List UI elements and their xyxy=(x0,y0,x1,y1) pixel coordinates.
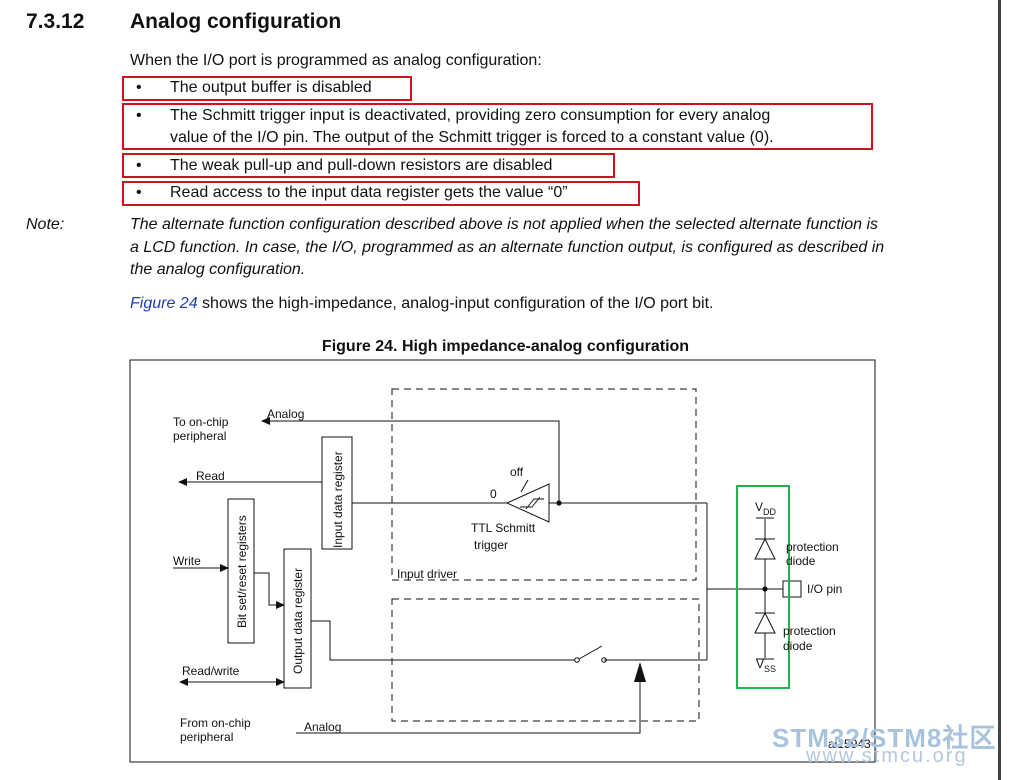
input-driver-region xyxy=(391,388,697,581)
figure-id-label: ai15943 xyxy=(828,737,871,751)
protection-diode-top-label: protection xyxy=(786,540,839,554)
bullet-text: The weak pull-up and pull-down resistors… xyxy=(170,157,553,174)
figure-reference-paragraph: Figure 24 shows the high-impedance, anal… xyxy=(130,293,713,315)
vdd-label: VDD xyxy=(755,500,777,517)
protection-diode-bottom-label-2: diode xyxy=(783,639,813,653)
highlight-box xyxy=(122,103,873,150)
to-onchip-label-2: peripheral xyxy=(173,429,226,443)
note-label: Note: xyxy=(26,216,65,233)
output-switch xyxy=(578,645,603,660)
hysteresis-glyph xyxy=(520,496,544,510)
bsr-to-odr-wire xyxy=(254,572,285,609)
analog-top-label: Analog xyxy=(267,407,304,421)
input-data-register-label: Input data register xyxy=(331,451,345,548)
window-right-edge xyxy=(998,0,1011,780)
watermark-logo: STM32/STM8社区 xyxy=(772,723,997,753)
bullet-dot: • xyxy=(136,157,142,174)
figure-caption: Figure 24. High impedance-analog configu… xyxy=(0,338,1011,356)
figure-caption-text: Figure 24. High impedance-analog configu… xyxy=(321,338,690,355)
section-number: 7.3.12 xyxy=(26,10,85,33)
protection-diode-top xyxy=(754,537,776,560)
from-onchip-label-2: peripheral xyxy=(180,730,233,744)
read-label: Read xyxy=(196,469,225,483)
input-driver-label: Input driver xyxy=(397,567,457,581)
io-pin-label: I/O pin xyxy=(807,582,842,596)
protection-diode-bottom-label: protection xyxy=(783,624,836,638)
schmitt-trigger-symbol xyxy=(505,483,550,523)
note-text: The alternate function configuration des… xyxy=(130,216,885,278)
odr-output-wire xyxy=(311,620,575,661)
highlight-box xyxy=(122,153,615,178)
off-label: off xyxy=(510,465,524,479)
section-title: Analog configuration xyxy=(130,10,342,33)
to-onchip-label: To on-chip xyxy=(173,415,229,429)
analog-in-wire xyxy=(296,672,641,734)
zero-label: 0 xyxy=(490,487,497,501)
bullet-text: The Schmitt trigger input is deactivated… xyxy=(170,107,771,124)
io-pin-square xyxy=(782,580,802,598)
highlight-box xyxy=(122,181,640,206)
from-onchip-label: From on-chip xyxy=(180,716,251,730)
bit-set-reset-label: Bit set/reset registers xyxy=(235,515,249,628)
watermark-url: www.stmcu.org xyxy=(806,745,968,767)
ttl-trigger-label: trigger xyxy=(474,538,508,552)
bullet-text: Read access to the input data register g… xyxy=(170,184,568,201)
output-data-register-block xyxy=(283,548,312,689)
highlight-box xyxy=(122,76,412,101)
protection-diode-top-label-2: diode xyxy=(786,554,816,568)
input-data-register-block xyxy=(321,436,353,550)
ttl-schmitt-label: TTL Schmitt xyxy=(471,521,536,535)
figure-frame xyxy=(129,359,876,763)
schmitt-off-tick xyxy=(520,479,529,493)
bullet-text: The output buffer is disabled xyxy=(170,79,372,96)
protection-diode-bottom xyxy=(754,611,776,634)
analog-out-wire xyxy=(261,417,560,503)
bullet-dot: • xyxy=(136,107,142,124)
intro-paragraph: When the I/O port is programmed as analo… xyxy=(130,52,542,69)
figure-reference-text: shows the high-impedance, analog-input c… xyxy=(197,295,714,312)
bullet-text-continued: value of the I/O pin. The output of the … xyxy=(170,129,774,146)
figure-link[interactable]: Figure 24 xyxy=(130,295,198,312)
bullet-dot: • xyxy=(136,184,142,201)
vss-label: VSS xyxy=(756,657,776,674)
write-label: Write xyxy=(173,554,201,568)
section-heading: 7.3.12 Analog configuration xyxy=(26,10,341,34)
read-write-label: Read/write xyxy=(182,664,240,678)
protection-highlight-box xyxy=(736,485,790,689)
bit-set-reset-block xyxy=(227,498,255,644)
output-data-register-label: Output data register xyxy=(291,568,305,674)
analog-bottom-label: Analog xyxy=(304,720,341,734)
bullet-dot: • xyxy=(136,79,142,96)
